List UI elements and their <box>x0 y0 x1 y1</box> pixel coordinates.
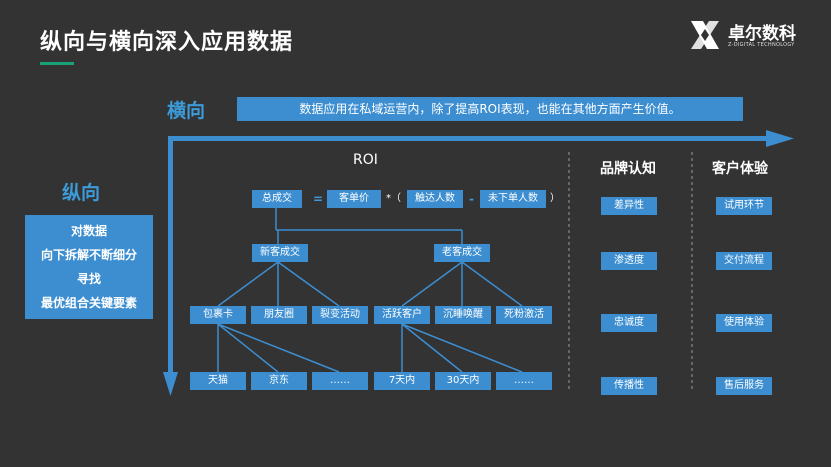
logo-name: 卓尔数科 <box>728 24 796 44</box>
logo-mark-icon <box>691 21 719 49</box>
brand-header: 品牌认知 <box>600 161 656 177</box>
node-tmall: 天猫 <box>190 372 246 390</box>
node-ellipsis: …… <box>312 372 368 390</box>
node-dormant-wakeup: 沉睡唤醒 <box>435 306 491 324</box>
horizontal-banner: 数据应用在私域运营内，除了提高ROI表现，也能在其他方面产生价值。 <box>237 97 743 121</box>
vertical-label: 纵向 <box>62 182 101 204</box>
node-reach-count: 触达人数 <box>407 190 463 208</box>
formula-minus: - <box>469 192 474 206</box>
node-total-deal: 总成交 <box>252 190 302 208</box>
node-within-7-days: 7天内 <box>374 372 430 390</box>
horizontal-axis <box>168 136 770 141</box>
vertical-line: 最优组合关键要素 <box>40 296 137 310</box>
node-new-customer: 新客成交 <box>252 244 308 262</box>
horizontal-arrow-icon <box>766 130 794 147</box>
brand-item: 忠诚度 <box>601 314 657 332</box>
node-no-order-count: 未下单人数 <box>480 190 546 208</box>
vertical-line: 对数据 <box>70 224 107 238</box>
experience-item: 试用环节 <box>716 197 772 215</box>
roi-header: ROI <box>353 152 378 168</box>
node-within-30-days: 30天内 <box>435 372 491 390</box>
experience-item: 售后服务 <box>716 377 772 395</box>
brand-item: 渗透度 <box>601 252 657 270</box>
vertical-line: 向下拆解不断细分 <box>40 248 137 262</box>
vertical-line: 寻找 <box>76 272 101 286</box>
vertical-description-box: 对数据 向下拆解不断细分 寻找 最优组合关键要素 <box>25 215 153 319</box>
vertical-axis <box>168 136 173 374</box>
formula-close: ） <box>550 193 560 204</box>
experience-header: 客户体验 <box>712 161 768 177</box>
node-moments: 朋友圈 <box>251 306 307 324</box>
vertical-arrow-icon <box>163 372 178 396</box>
node-old-customer: 老客成交 <box>434 244 490 262</box>
formula-equals: = <box>313 192 324 206</box>
tree-connectors <box>217 208 523 373</box>
logo-tagline: Z-DIGITAL TECHNOLOGY <box>728 42 795 48</box>
experience-item: 交付流程 <box>716 252 772 270</box>
experience-item: 使用体验 <box>716 314 772 332</box>
company-logo: 卓尔数科 Z-DIGITAL TECHNOLOGY <box>688 18 818 54</box>
node-active-customer: 活跃客户 <box>374 306 430 324</box>
formula-times-open: *（ <box>386 193 401 204</box>
node-jd: 京东 <box>251 372 307 390</box>
node-ellipsis: …… <box>496 372 552 390</box>
node-fission-campaign: 裂变活动 <box>312 306 368 324</box>
brand-item: 传播性 <box>601 377 657 395</box>
node-unit-price: 客单价 <box>327 190 381 208</box>
title-underline <box>40 62 74 65</box>
horizontal-label: 横向 <box>167 100 206 122</box>
node-package-card: 包裹卡 <box>190 306 246 324</box>
node-dead-fans-activation: 死粉激活 <box>496 306 552 324</box>
brand-item: 差异性 <box>601 197 657 215</box>
page-title: 纵向与横向深入应用数据 <box>40 30 294 55</box>
